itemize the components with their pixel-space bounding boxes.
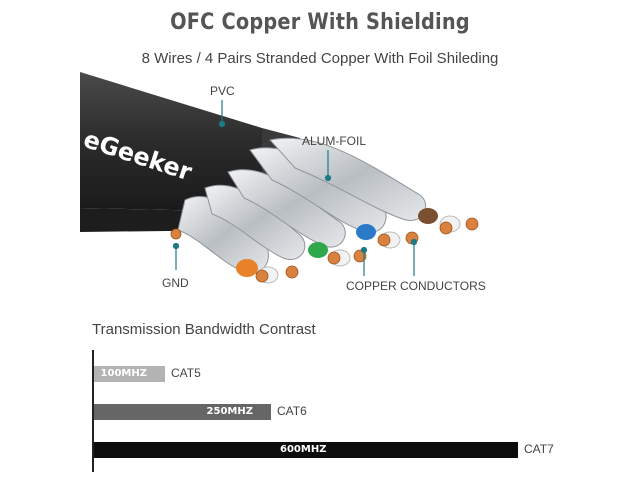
twisted-pairs — [177, 137, 427, 275]
label-copper-conductors: COPPER CONDUCTORS — [346, 279, 486, 293]
bandwidth-title: Transmission Bandwidth Contrast — [92, 321, 316, 338]
bar-tag-cat5: CAT5 — [171, 366, 201, 380]
bar-cat7: 600MHZ — [94, 442, 518, 458]
bar-tag-cat6: CAT6 — [277, 404, 307, 418]
bandwidth-axis — [92, 350, 94, 472]
label-alum-foil: ALUM-FOIL — [302, 134, 367, 148]
callout-pointers — [172, 100, 418, 276]
label-gnd: GND — [162, 276, 189, 290]
bar-cat5: 100MHZ — [94, 366, 165, 382]
label-pvc: PVC — [210, 84, 235, 98]
page-subtitle: 8 Wires / 4 Pairs Stranded Copper With F… — [141, 50, 499, 67]
page-title: OFC Copper With Shielding — [170, 10, 470, 35]
bar-tag-cat7: CAT7 — [524, 442, 554, 456]
cable-cross-section-icon: eGeeker — [80, 72, 479, 284]
bar-cat6: 250MHZ — [94, 404, 271, 420]
copper-strands — [170, 217, 479, 283]
